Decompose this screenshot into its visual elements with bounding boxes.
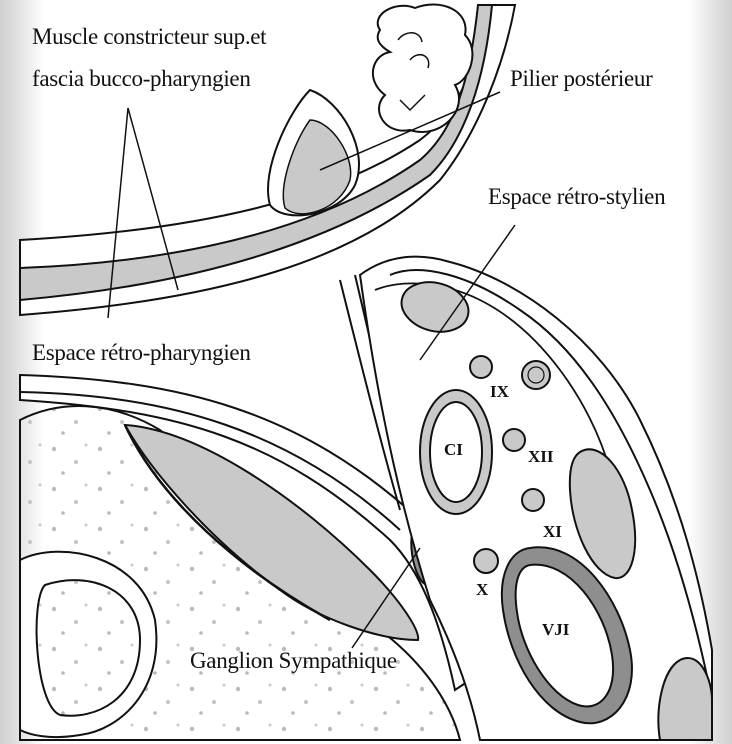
label-muscle-line2: fascia bucco-pharyngien — [32, 66, 251, 92]
label-muscle-line1: Muscle constricteur sup.et — [32, 24, 266, 50]
nerve-ix-circle — [470, 356, 492, 378]
label-xii: XII — [528, 447, 554, 467]
pilier-posterieur-shape — [268, 90, 359, 215]
label-ix: IX — [490, 382, 509, 402]
label-ci: CI — [444, 440, 463, 460]
label-xi: XI — [543, 522, 562, 542]
small-vessel-circle — [522, 361, 550, 389]
nerve-xii-circle — [503, 429, 525, 451]
label-ganglion-sympathique: Ganglion Sympathique — [190, 648, 397, 674]
label-vji: VJI — [542, 620, 569, 640]
nerve-x-circle — [474, 549, 498, 573]
label-pilier-posterieur: Pilier postérieur — [510, 66, 652, 92]
label-espace-retro-stylien: Espace rétro-stylien — [488, 184, 665, 210]
label-espace-retro-pharyngien: Espace rétro-pharyngien — [32, 340, 251, 366]
label-x: X — [476, 580, 488, 600]
nerve-xi-circle — [522, 489, 544, 511]
